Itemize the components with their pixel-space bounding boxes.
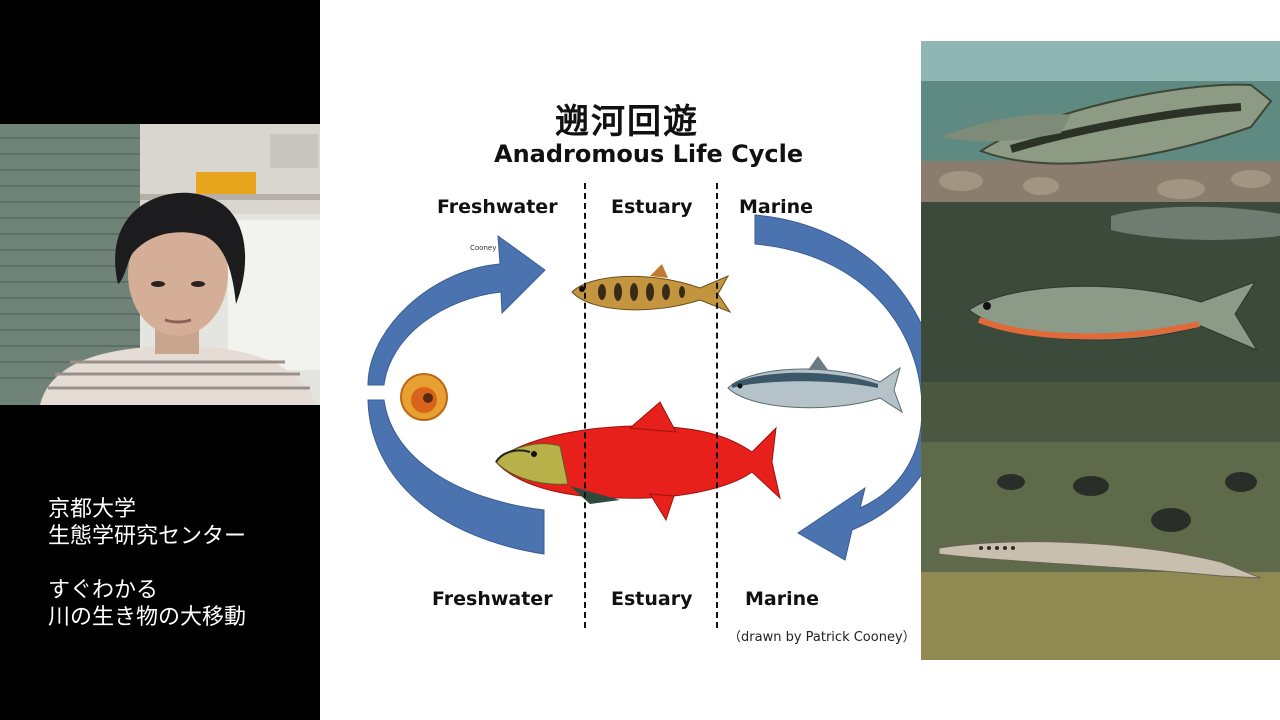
presentation-slide: 遡河回遊 Anadromous Life Cycle Freshwater Es… — [320, 0, 1280, 720]
caption-series: すぐわかる — [48, 578, 159, 603]
artist-signature: Cooney — [470, 244, 497, 252]
slide-title-english: Anadromous Life Cycle — [494, 140, 804, 168]
caption-center: 生態学研究センター — [48, 524, 247, 549]
presenter-webcam — [0, 124, 320, 405]
juvenile-fish-illustration — [571, 264, 732, 314]
life-cycle-diagram — [367, 214, 941, 561]
zone-label-freshwater-bottom: Freshwater — [432, 588, 553, 610]
zone-label-freshwater-top: Freshwater — [437, 196, 558, 218]
lecture-caption: 京都大学 生態学研究センター すぐわかる 川の生き物の大移動 — [48, 496, 246, 631]
freshwater-estuary-divider — [584, 183, 586, 628]
cycle-arrow-right — [754, 214, 941, 561]
caption-topic: 川の生き物の大移動 — [48, 605, 247, 630]
spawning-salmon-illustration — [495, 401, 781, 522]
egg-illustration — [400, 373, 448, 421]
estuary-marine-divider — [716, 183, 718, 628]
zone-label-estuary-top: Estuary — [611, 196, 693, 218]
presenter-panel: 京都大学 生態学研究センター すぐわかる 川の生き物の大移動 — [0, 0, 320, 720]
illustration-credit: （drawn by Patrick Cooney） — [728, 630, 916, 645]
cycle-arrow-top-left — [367, 234, 546, 386]
caption-spacer — [48, 550, 246, 577]
photo-salmon-river — [921, 41, 1280, 202]
ocean-salmon-illustration — [727, 356, 903, 414]
caption-university: 京都大学 — [48, 497, 137, 522]
slide-title-japanese: 遡河回遊 — [555, 102, 699, 142]
zone-label-estuary-bottom: Estuary — [611, 588, 693, 610]
cycle-arrow-bottom-left — [367, 399, 545, 555]
photo-lamprey-riverbed — [921, 442, 1280, 660]
photo-char-underwater — [921, 202, 1280, 442]
zone-label-marine-top: Marine — [739, 196, 814, 218]
webcam-video — [0, 124, 320, 405]
zone-label-marine-bottom: Marine — [745, 588, 820, 610]
